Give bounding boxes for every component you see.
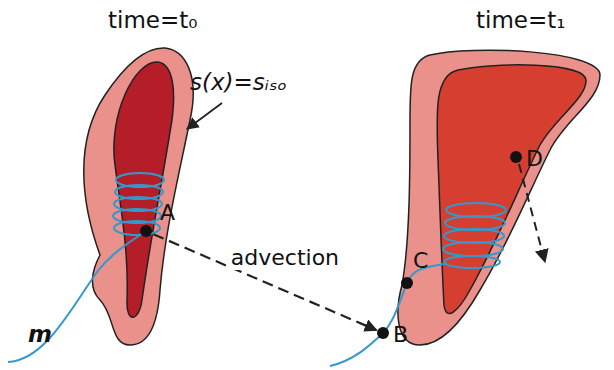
field-line (8, 231, 146, 362)
point-label: D (526, 147, 543, 171)
leader-arrow (187, 103, 222, 129)
field-helix (113, 173, 164, 235)
outer-region (398, 50, 600, 345)
outer-region (84, 48, 193, 345)
point-label: C (413, 249, 428, 273)
edge-label: advection (229, 246, 341, 270)
point-marker: D (510, 151, 522, 163)
point-label: B (393, 323, 408, 347)
point-marker: C (401, 277, 413, 289)
point-label: A (160, 201, 175, 225)
motion-arrow (519, 164, 545, 262)
isosurface-label: s(x)=sᵢₛₒ (190, 70, 287, 95)
iso-region (114, 62, 174, 317)
field-line (330, 263, 447, 366)
point-marker: A (140, 225, 152, 237)
iso-region (437, 65, 586, 314)
point-marker: B (377, 327, 389, 339)
field-label: m (28, 322, 52, 347)
field-helix (443, 203, 506, 268)
time-label: time=t₀ (108, 8, 197, 33)
advection-arrow (153, 234, 376, 330)
time-label: time=t₁ (476, 8, 565, 33)
